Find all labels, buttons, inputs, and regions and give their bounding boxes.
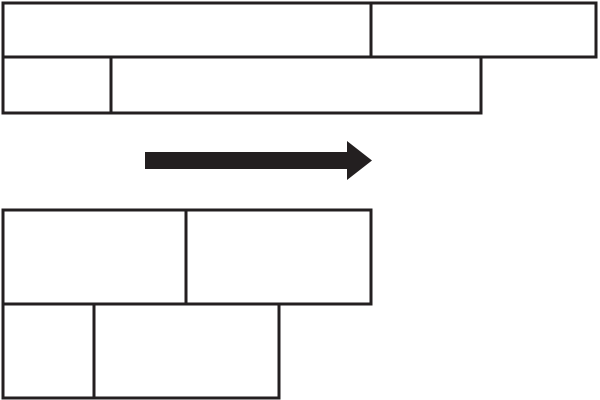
arrow-shaft [145, 152, 350, 169]
before-row1-block2 [369, 1, 598, 59]
before-row2-block1 [1, 55, 113, 115]
after-layout [1, 208, 373, 400]
after-row2-block2 [92, 302, 281, 400]
after-row1-block1 [1, 208, 188, 306]
arrow-right-icon [347, 141, 372, 180]
after-row2-block1 [1, 302, 96, 400]
after-row1-block2 [184, 208, 373, 306]
before-row2-block2 [109, 55, 483, 115]
before-layout [1, 1, 598, 115]
transition-arrow [145, 141, 372, 180]
before-row1-block1 [1, 1, 373, 59]
